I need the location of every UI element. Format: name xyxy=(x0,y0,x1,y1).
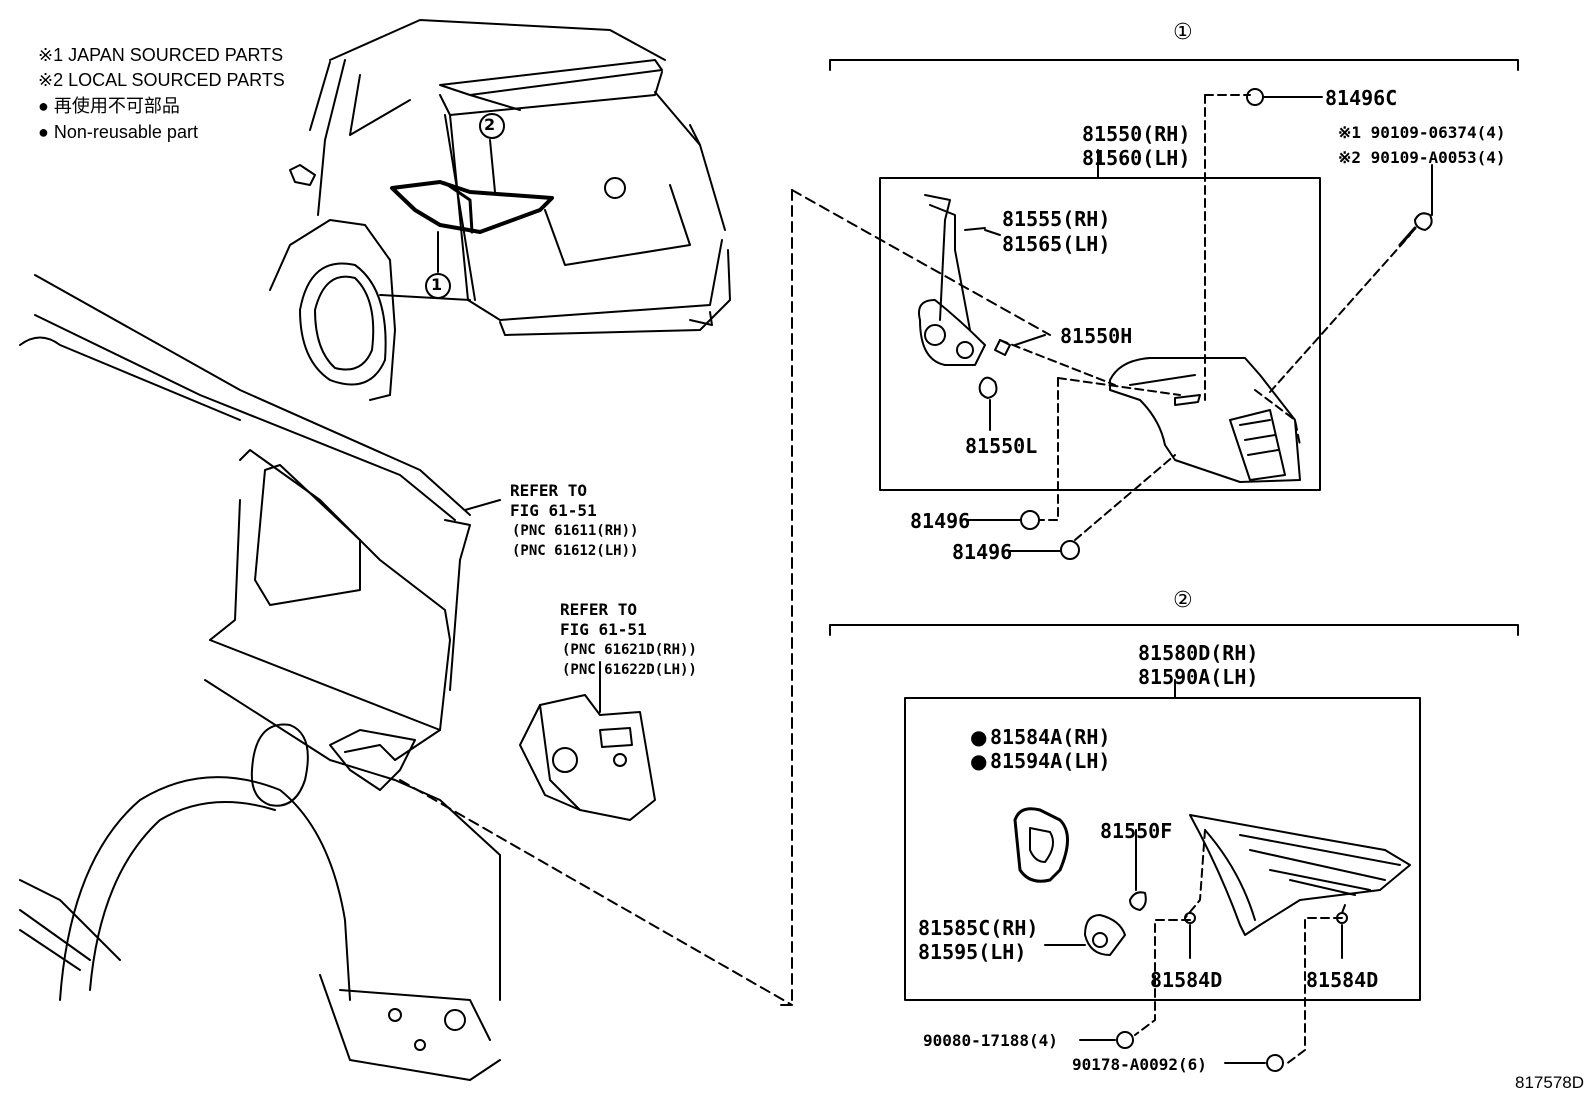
refer2-line2: FIG 61-51 xyxy=(560,620,647,639)
overview-callout-1-circle xyxy=(425,273,451,299)
g2-gasket-rh: 81584A(RH) xyxy=(990,725,1111,749)
overview-leader-2 xyxy=(489,139,496,193)
refer1-line2: FIG 61-51 xyxy=(510,501,597,520)
g2-assy-rh: 81580D(RH) xyxy=(1138,641,1259,665)
g1-bulb-l: 81550L xyxy=(965,434,1038,458)
g1-screw-2: ※2 90109-A0053(4) xyxy=(1338,148,1506,167)
group2-box xyxy=(904,697,1421,1001)
legend-japan-sourced: ※1 JAPAN SOURCED PARTS xyxy=(38,45,284,65)
quarter-panel-drawing xyxy=(19,274,501,1081)
bracket-drawing xyxy=(519,694,656,821)
legend-local-sourced: ※2 LOCAL SOURCED PARTS xyxy=(38,70,285,90)
group1-bracket xyxy=(829,59,1519,71)
nut-81496c-shape xyxy=(1246,88,1264,106)
g1-screw-1: ※1 90109-06374(4) xyxy=(1338,123,1506,142)
g2-clip-b: 81584D xyxy=(1306,968,1379,992)
vehicle-overview-drawing xyxy=(269,19,731,401)
g1-bulb-h: 81550H xyxy=(1060,324,1133,348)
g2-gasket-lh-nonreusable-mark: ● xyxy=(970,749,988,773)
g2-gasket-rh-nonreusable-mark: ● xyxy=(970,725,988,749)
figure-id: 817578D xyxy=(1515,1073,1585,1092)
refer2-line3: (PNC 61621D(RH)) xyxy=(562,642,697,658)
legend-non-reusable-en: ● Non-reusable part xyxy=(38,122,198,142)
group1-box xyxy=(879,177,1321,491)
overview-callout-2: 2 xyxy=(484,115,496,134)
g2-screw-a: 90080-17188(4) xyxy=(923,1031,1058,1050)
group2-bracket xyxy=(829,624,1519,636)
g1-assy-lh: 81560(LH) xyxy=(1082,146,1191,170)
g2-bulb-f: 81550F xyxy=(1100,819,1173,843)
g2-socket-lh: 81595(LH) xyxy=(918,940,1027,964)
refer2-line1: REFER TO xyxy=(560,600,638,619)
g1-nut-c: 81496C xyxy=(1325,86,1398,110)
refer2-line4: (PNC 61622D(LH)) xyxy=(562,662,697,678)
g2-assy-lh: 81590A(LH) xyxy=(1138,665,1259,689)
g1-socket-rh: 81555(RH) xyxy=(1002,207,1111,231)
overview-callout-2-circle xyxy=(479,113,505,139)
refer1-line1: REFER TO xyxy=(510,481,588,500)
refer1-line4: (PNC 61612(LH)) xyxy=(512,543,639,559)
g2-screw-b: 90178-A0092(6) xyxy=(1072,1055,1207,1074)
group1-callout: ① xyxy=(1173,20,1193,45)
g1-nut-a: 81496 xyxy=(910,509,971,533)
refer1-leader xyxy=(464,499,501,511)
refer1-line3: (PNC 61611(RH)) xyxy=(512,523,639,539)
overview-callout-1: 1 xyxy=(431,275,443,294)
g2-socket-rh: 81585C(RH) xyxy=(918,916,1039,940)
g1-socket-lh: 81565(LH) xyxy=(1002,232,1111,256)
g2-gasket-lh: 81594A(LH) xyxy=(990,749,1111,773)
g2-clip-a: 81584D xyxy=(1150,968,1223,992)
legend-non-reusable-jp: ● 再使用不可部品 xyxy=(38,96,180,116)
group2-callout: ② xyxy=(1173,588,1193,613)
g1-nut-b: 81496 xyxy=(952,540,1013,564)
g1-assy-rh: 81550(RH) xyxy=(1082,122,1191,146)
